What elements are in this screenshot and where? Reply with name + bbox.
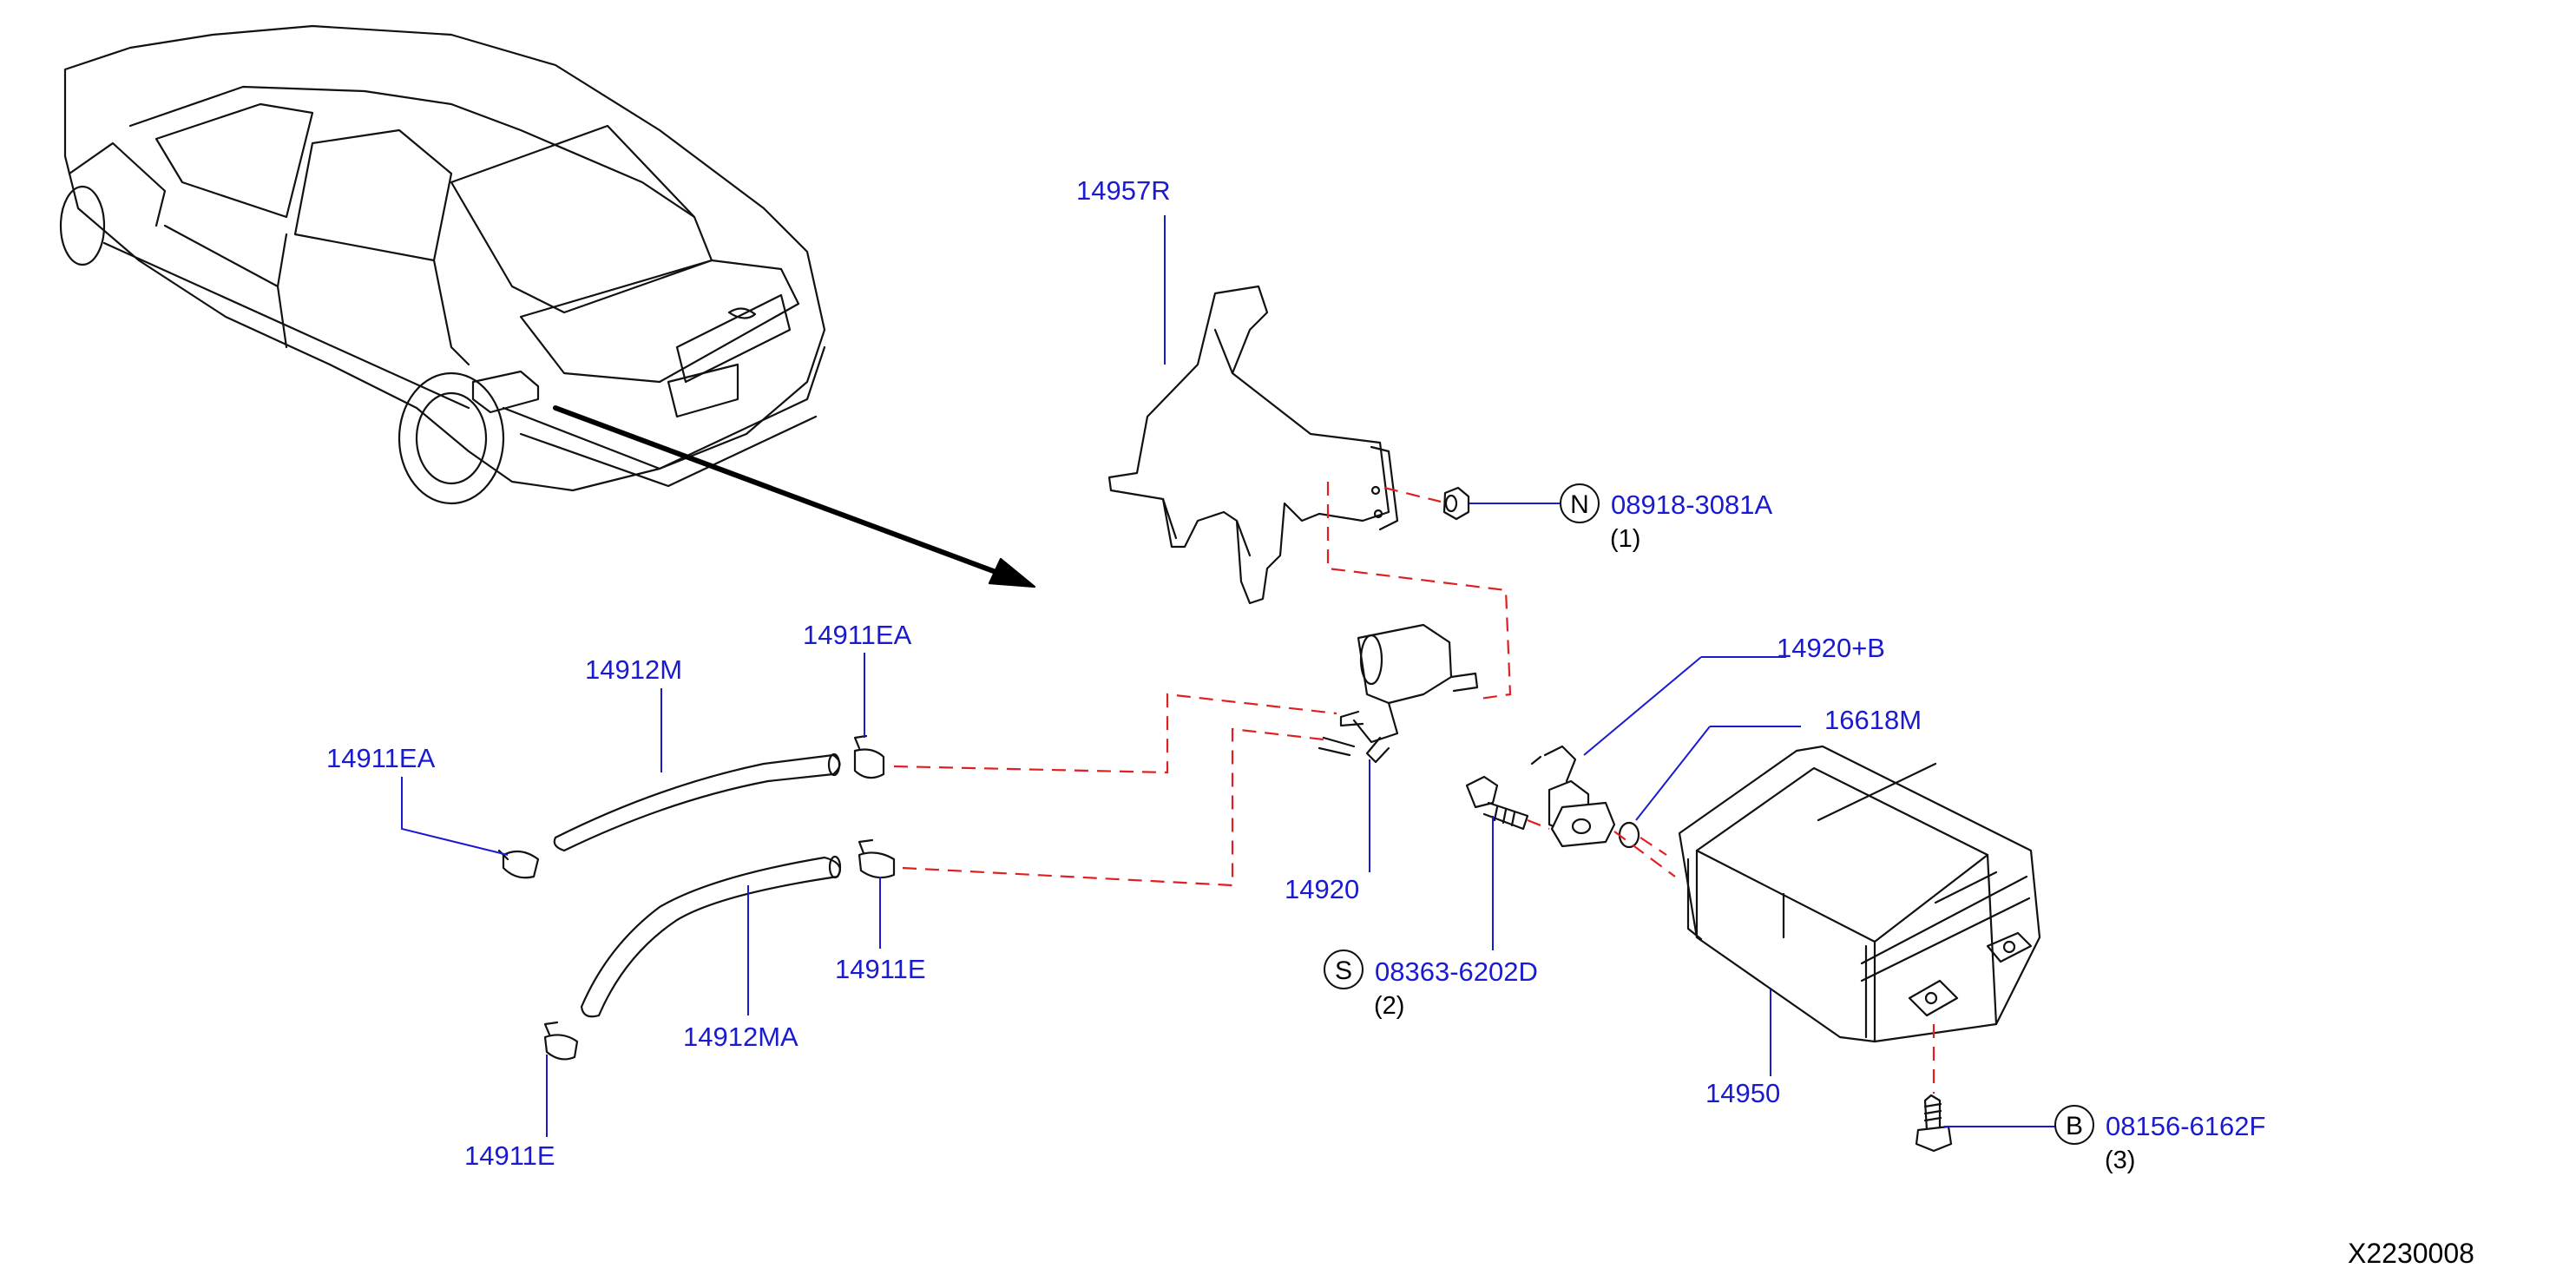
purge-valve-part[interactable]	[1318, 623, 1479, 764]
diagram-code: X2230008	[2348, 1238, 2474, 1269]
screw-callout[interactable]: S 08363-6202D (2)	[1324, 950, 1538, 1020]
nut-symbol: N	[1570, 490, 1589, 519]
label-oring[interactable]: 16618M	[1824, 705, 1922, 735]
clamp-upper-left-part[interactable]	[497, 849, 540, 879]
label-clamp-lower-left[interactable]: 14911E	[464, 1140, 555, 1171]
bolt-callout[interactable]: B 08156-6162F (3)	[2054, 1105, 2265, 1174]
label-clamp-upper-left[interactable]: 14911EA	[326, 743, 436, 773]
label-clamp-upper-right[interactable]: 14911EA	[803, 620, 912, 650]
nut-callout[interactable]: N 08918-3081A (1)	[1560, 483, 1772, 553]
label-valve[interactable]: 14920	[1285, 874, 1359, 904]
screw-part-number[interactable]: 08363-6202D	[1375, 956, 1538, 987]
bolt-symbol: B	[2066, 1112, 2083, 1140]
valve-bracket-part[interactable]	[1530, 745, 1616, 848]
nut-symbol-circle	[1560, 483, 1600, 523]
connection-lines	[893, 482, 1935, 1094]
bolt-quantity: (3)	[2105, 1147, 2135, 1174]
bolt-part[interactable]	[1915, 1094, 1953, 1153]
screw-symbol-circle	[1324, 950, 1364, 989]
screw-quantity: (2)	[1374, 992, 1404, 1020]
oring-part[interactable]	[1618, 821, 1640, 849]
label-bracket[interactable]: 14957R	[1076, 175, 1171, 206]
nut-part[interactable]	[1442, 486, 1470, 521]
screw-part[interactable]	[1465, 775, 1529, 831]
label-clamp-lower-right[interactable]: 14911E	[835, 954, 926, 984]
clamp-lower-left-part[interactable]	[543, 1021, 579, 1061]
label-hose-lower[interactable]: 14912MA	[683, 1022, 798, 1052]
screw-symbol: S	[1335, 956, 1352, 985]
nut-part-number[interactable]: 08918-3081A	[1611, 490, 1772, 520]
label-hose-upper[interactable]: 14912M	[585, 654, 682, 685]
bolt-symbol-circle	[2054, 1105, 2094, 1145]
hose-lower-part[interactable]	[580, 855, 842, 1018]
bolt-part-number[interactable]: 08156-6162F	[2106, 1111, 2265, 1141]
canister-part[interactable]	[1678, 745, 2041, 1043]
vehicle-illustration	[59, 24, 1036, 588]
clamp-lower-right-part[interactable]	[858, 838, 896, 879]
label-valve-bracket-set[interactable]: 14920+B	[1777, 633, 1885, 663]
leader-lines	[401, 215, 2055, 1137]
bracket-part[interactable]	[1107, 285, 1399, 605]
nut-quantity: (1)	[1610, 525, 1640, 553]
hose-upper-part[interactable]	[553, 752, 841, 852]
clamp-upper-right-part[interactable]	[853, 734, 885, 779]
label-canister[interactable]: 14950	[1705, 1078, 1780, 1108]
